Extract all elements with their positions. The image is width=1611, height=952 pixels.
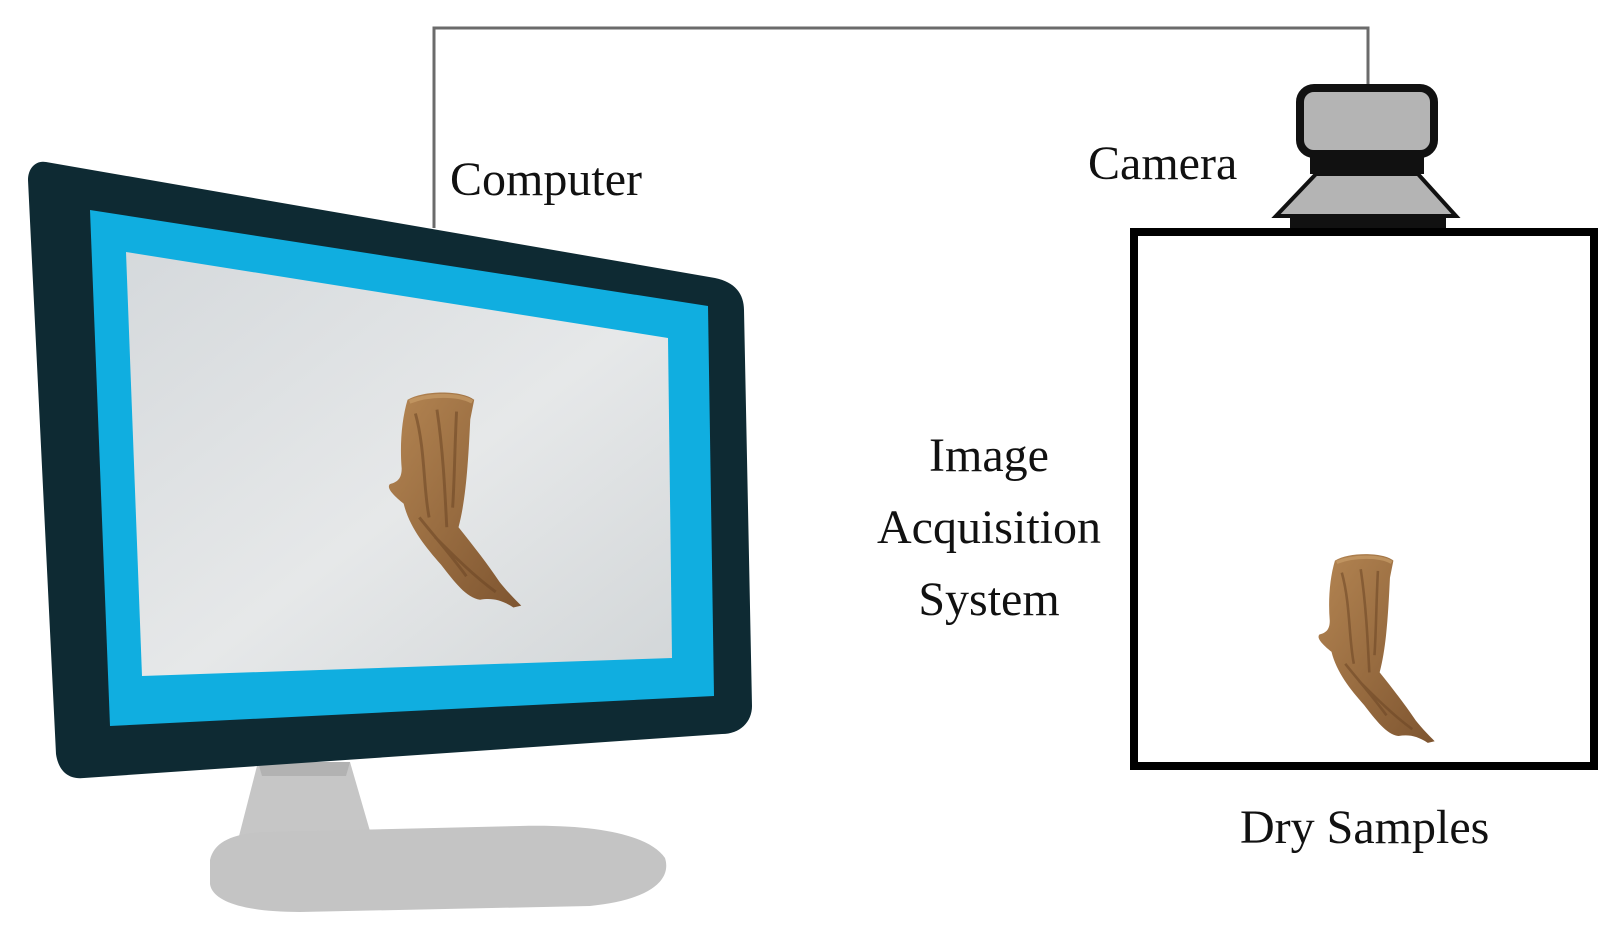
image-acquisition-system-label: Image Acquisition System (848, 420, 1130, 636)
camera-label: Camera (1088, 137, 1238, 190)
dry-samples-label: Dry Samples (1240, 801, 1490, 854)
ias-label-line-2: Acquisition (877, 501, 1101, 554)
ias-label-line-1: Image (929, 429, 1049, 482)
computer-label: Computer (450, 153, 642, 206)
connector-cable (432, 26, 1370, 228)
monitor-icon (28, 161, 752, 779)
camera-icon (1271, 84, 1461, 228)
ias-label-line-3: System (918, 573, 1060, 626)
monitor-stand (210, 762, 667, 912)
